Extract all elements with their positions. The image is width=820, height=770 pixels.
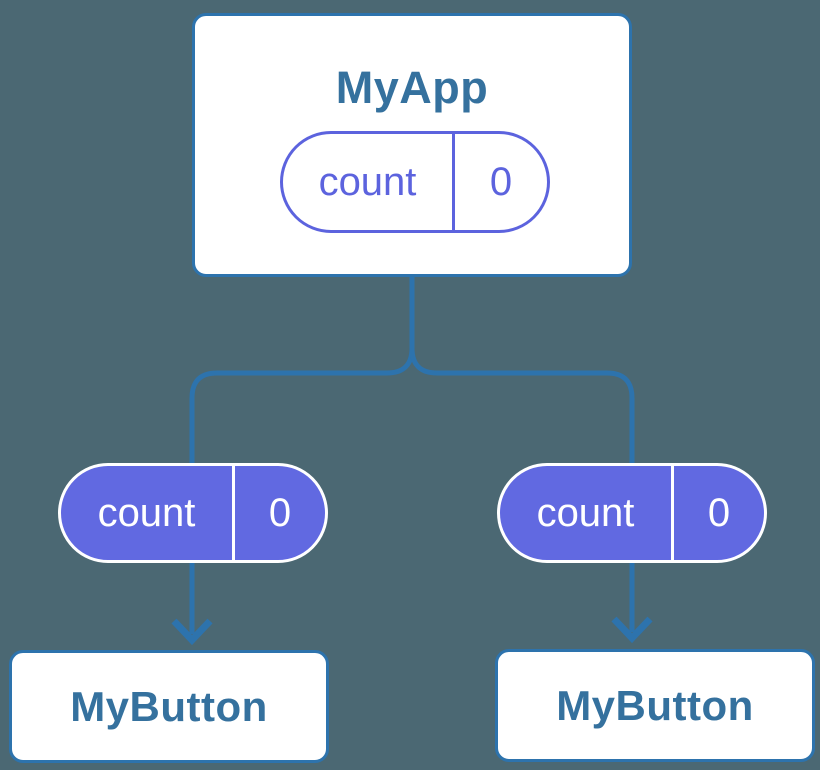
state-pill-myapp: count 0 (280, 131, 550, 233)
state-pill-value-section: 0 (674, 466, 764, 560)
state-pill-value-section: 0 (235, 466, 325, 560)
node-card-mybutton-right: MyButton (495, 649, 815, 762)
state-value: 0 (268, 490, 292, 535)
state-pill-label-section: count (283, 134, 455, 230)
state-pill-label-section: count (61, 466, 235, 560)
state-pill-label-section: count (500, 466, 674, 560)
state-label: count (97, 490, 196, 535)
arrow-head-right-icon (611, 616, 653, 644)
state-pill-value-section: 0 (455, 134, 547, 230)
state-pill-mybutton-right: count 0 (497, 463, 767, 563)
fork-connector-right (409, 277, 635, 464)
state-label: count (318, 159, 417, 204)
state-pill-mybutton-left: count 0 (58, 463, 328, 563)
node-title: MyButton (556, 681, 754, 729)
node-card-myapp: MyApp count 0 (192, 13, 632, 277)
state-value: 0 (707, 490, 731, 535)
node-title: MyButton (70, 682, 268, 730)
node-title: MyApp (335, 62, 489, 113)
state-value: 0 (489, 159, 513, 204)
node-card-mybutton-left: MyButton (9, 650, 329, 763)
fork-connector-left (189, 277, 415, 464)
arrow-head-left-icon (171, 618, 213, 646)
state-label: count (536, 490, 635, 535)
